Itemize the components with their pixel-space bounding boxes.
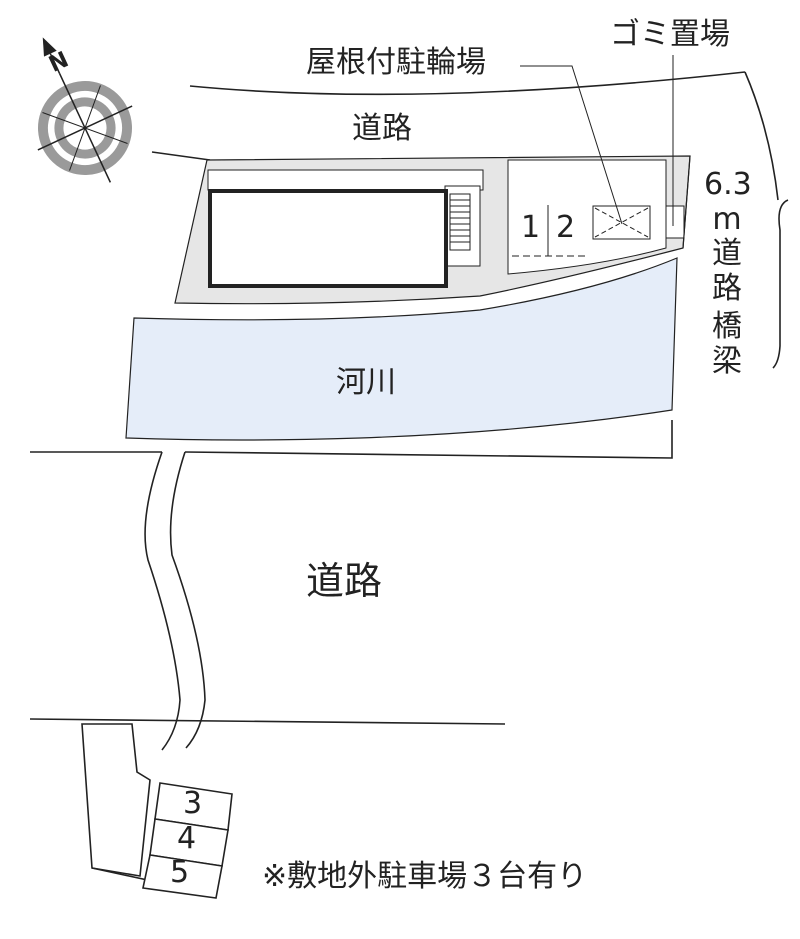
road-east-edge-inner	[682, 155, 691, 249]
bike-parking-cross	[594, 207, 649, 238]
road-south-label: 道路	[306, 559, 383, 603]
stairs	[449, 193, 471, 251]
bike-parking-label: 屋根付駐輪場	[306, 45, 486, 80]
river	[125, 257, 678, 441]
bridge-char-2: 梁	[712, 343, 742, 379]
river-label: 河川	[336, 365, 396, 400]
road-side-char-2: 路	[712, 270, 742, 306]
garbage-box	[665, 205, 685, 239]
offsite-slot-4: 4	[177, 821, 197, 856]
offsite-slots	[142, 782, 233, 899]
road-side-char-1: 道	[712, 236, 742, 271]
road-width-value: 6.3	[704, 167, 752, 202]
road-east-edge	[744, 71, 779, 201]
road-south-edge-north	[30, 420, 673, 459]
parking-slot-1: 1	[521, 210, 541, 245]
building-outer	[207, 169, 484, 191]
offsite-slot-3: 3	[183, 786, 203, 821]
road-width-unit: m	[712, 201, 742, 237]
bike-parking-leader	[520, 65, 623, 225]
path-right	[169, 451, 206, 749]
offsite-lot	[81, 723, 151, 877]
garbage-label: ゴミ置場	[610, 17, 730, 52]
offsite-parking-note: ※敷地外駐車場３台有り	[262, 859, 588, 894]
offsite-slot-5: 5	[170, 855, 190, 890]
compass-icon	[37, 37, 133, 183]
road-north-edge-lower	[151, 151, 211, 161]
bridge-bracket	[772, 199, 789, 369]
road-north-label: 道路	[352, 111, 412, 146]
parking-slot-2: 2	[556, 210, 576, 245]
bridge-label: 橋 梁	[707, 309, 747, 379]
building	[208, 189, 448, 288]
road-south-edge-south	[29, 718, 506, 725]
bridge-char-1: 橋	[712, 309, 742, 344]
path-left	[144, 451, 181, 751]
road-width-label: 6.3 m 道 路	[704, 167, 752, 306]
road-north-edge	[189, 71, 746, 96]
